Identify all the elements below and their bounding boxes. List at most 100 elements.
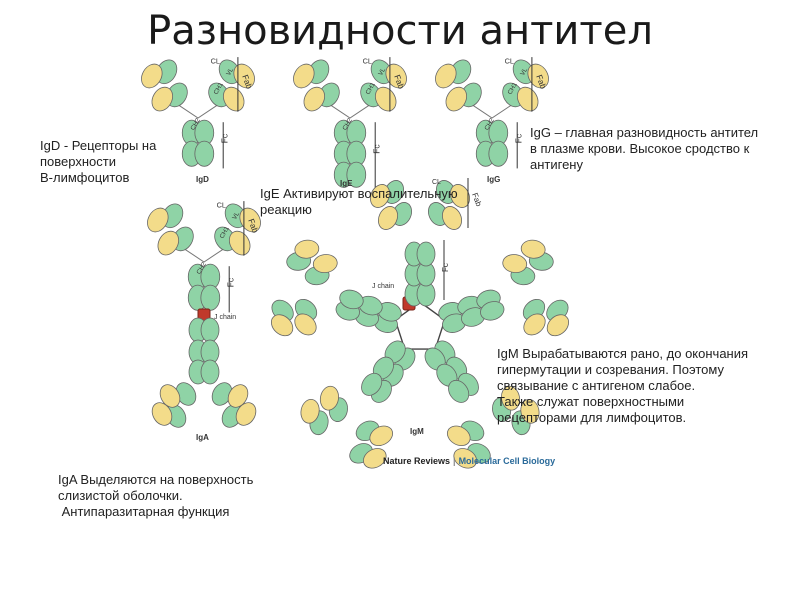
fab-label: Fab [470, 192, 483, 209]
light-chain-domain [151, 402, 173, 426]
fab-label: Fab [246, 217, 260, 234]
page-title: Разновидности антител [147, 8, 653, 54]
fab-label: Fab [392, 73, 406, 90]
light-chain-domain [501, 385, 521, 411]
heavy-chain-domain [416, 241, 436, 267]
light-chain-domain [159, 384, 181, 408]
igm-monomer [300, 340, 416, 469]
iga-lower-monomer [151, 317, 257, 428]
j-chain-label: J chain [214, 314, 236, 321]
heavy-chain-domain [480, 301, 505, 321]
light-chain-domain [227, 384, 249, 408]
light-chain-domain [141, 63, 163, 89]
note-line: Антипаразитарная функция [58, 504, 230, 519]
heavy-chain-domain [448, 379, 470, 403]
light-chain-domain [377, 206, 399, 230]
iga-note: IgA Выделяются на поверхность слизистой … [58, 472, 253, 520]
j-chain-label: J chain [372, 283, 394, 290]
credit-journal: Nature Reviews [383, 456, 451, 466]
hinge-line [184, 248, 224, 263]
light-chain-domain [363, 448, 387, 469]
heavy-chain-domain [200, 359, 220, 385]
light-chain-domain [151, 86, 174, 112]
igd-note: IgD - Рецепторы на поверхности В-лимфоци… [40, 138, 156, 186]
note-line: связывание с антигеном слабое. [497, 378, 696, 393]
note-line: IgM Вырабатываются рано, до окончания [497, 346, 749, 361]
light-chain-domain [435, 63, 457, 89]
light-chain-domain [520, 239, 546, 259]
fc-label: Fc [371, 144, 381, 153]
note-line: гипермутации и созревания. Поэтому [497, 362, 724, 377]
igm-label: IgM [410, 427, 424, 436]
ige-label: IgE [340, 179, 353, 188]
hinge-line [472, 104, 512, 119]
fab-label: Fab [534, 73, 548, 90]
igd-label: IgD [196, 175, 209, 184]
igm-monomer [424, 340, 540, 469]
light-chain-domain [270, 314, 294, 337]
light-chain-domain [147, 207, 169, 233]
note-line: IgE Активируют воспалительную [260, 186, 458, 201]
heavy-chain-domain [488, 140, 509, 167]
cl-label: CL [363, 56, 372, 65]
light-chain-domain [453, 448, 477, 469]
note-line: рецепторами для лимфоцитов. [497, 410, 687, 425]
cl-label: CL [432, 179, 441, 186]
light-chain-domain [546, 314, 570, 337]
vl-label: VL [231, 210, 241, 221]
light-chain-domain [235, 402, 257, 426]
credit-section: Molecular Cell Biology [458, 456, 556, 466]
note-line: слизистой оболочки. [58, 488, 183, 503]
light-chain-domain [222, 86, 245, 112]
heavy-chain-domain [346, 161, 367, 188]
note-line: IgG – главная разновидность антител [530, 125, 759, 140]
note-line: В-лимфоцитов [40, 170, 130, 185]
hinge-line [330, 104, 370, 119]
light-chain-domain [445, 86, 468, 112]
light-chain-domain [516, 86, 539, 112]
light-chain-domain [447, 425, 471, 446]
light-chain-domain [502, 254, 528, 274]
light-chain-domain [374, 86, 397, 112]
note-line: антигену [530, 157, 583, 172]
vl-label: VL [519, 66, 529, 77]
light-chain-domain [523, 313, 546, 336]
note-line: IgD - Рецепторы на [40, 138, 157, 153]
igg-label: IgG [487, 175, 500, 184]
fc-label: Fc [219, 134, 229, 143]
fc-label: Fc [225, 278, 235, 287]
igm-note: IgM Вырабатываются рано, до окончания ги… [497, 346, 748, 426]
cl-label: CL [211, 56, 220, 65]
light-chain-domain [294, 313, 317, 336]
vl-label: VL [377, 66, 387, 77]
heavy-chain-domain [194, 140, 215, 167]
hinge-line [178, 104, 218, 119]
light-chain-domain [157, 230, 180, 256]
light-chain-domain [369, 184, 391, 208]
fc-label: Fc [441, 263, 450, 272]
light-chain-domain [312, 254, 338, 274]
figure-credit: Nature Reviews|Molecular Cell Biology [383, 456, 556, 466]
cl-label: CL [505, 56, 514, 65]
heavy-chain-domain [361, 372, 383, 396]
igm-monomer [270, 239, 402, 337]
ige-note: IgE Активируют воспалительную реакцию [260, 186, 458, 218]
heavy-chain-domain [200, 317, 220, 343]
light-chain-domain [441, 206, 463, 230]
note-line: реакцию [260, 202, 312, 217]
light-chain-domain [369, 425, 393, 446]
note-line: Также служат поверхностными [497, 394, 685, 409]
fc-label: Fc [513, 134, 523, 143]
light-chain-domain [228, 230, 251, 256]
cl-label: CL [217, 200, 226, 209]
heavy-chain-domain [200, 284, 221, 311]
vl-label: VL [225, 66, 235, 77]
note-line: поверхности [40, 154, 116, 169]
igm-monomer [438, 239, 570, 337]
